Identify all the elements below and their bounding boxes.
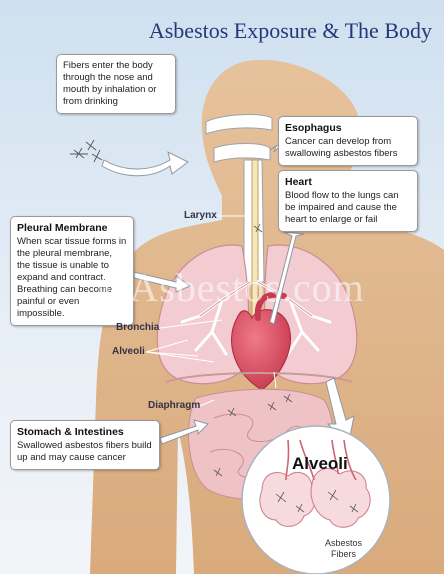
- asbestos-fibers-line1: Asbestos: [325, 538, 363, 548]
- nasal-cavity: [205, 114, 273, 135]
- oral-cavity: [213, 143, 271, 163]
- internal-fibers: [213, 223, 293, 477]
- asbestos-fibers-line2: Fibers: [331, 549, 357, 559]
- heart-text: Blood flow to the lungs can be impaired …: [285, 190, 399, 225]
- pleural-text: When scar tissue forms in the pleural me…: [17, 236, 127, 319]
- alveoli-fibers: [275, 489, 359, 513]
- alveoli-inset-title: Alveoli: [292, 454, 348, 473]
- heart-callout: Heart Blood flow to the lungs can be imp…: [278, 170, 418, 232]
- diaphragm-label: Diaphragm: [148, 400, 201, 411]
- pleural-callout: Pleural Membrane When scar tissue forms …: [10, 216, 134, 326]
- alveoli-vessels: [285, 439, 357, 481]
- airborne-fibers: [70, 139, 103, 163]
- alveoli-label: Alveoli: [112, 346, 145, 357]
- alveoli-sacs: [259, 468, 371, 528]
- bronchia-label: Bronchia: [116, 322, 160, 333]
- intro-callout-text: Fibers enter the body through the nose a…: [63, 60, 157, 107]
- entry-arrow: [101, 151, 189, 177]
- diaphragm: [165, 372, 353, 383]
- intro-callout: Fibers enter the body through the nose a…: [56, 54, 176, 114]
- pleural-pointer: [133, 271, 192, 293]
- heart-pointer: [269, 231, 305, 325]
- stomach-callout: Stomach & Intestines Swallowed asbestos …: [10, 420, 160, 470]
- esophagus-heading: Esophagus: [285, 122, 342, 134]
- watermark: ©Asbestos.com: [98, 265, 365, 310]
- label-leaders: [145, 215, 277, 407]
- esophagus-text: Cancer can develop from swallowing asbes…: [285, 136, 398, 159]
- stomach-pointer: [159, 419, 209, 445]
- pleural-heading: Pleural Membrane: [17, 222, 108, 234]
- heart-heading: Heart: [285, 176, 312, 188]
- diagram-title: Asbestos Exposure & The Body: [148, 18, 432, 43]
- asbestos-fibers-label: Asbestos Fibers: [325, 538, 362, 560]
- stomach-text: Swallowed asbestos fibers build up and m…: [17, 440, 152, 463]
- esophagus-callout: Esophagus Cancer can develop from swallo…: [278, 116, 418, 166]
- heart: [231, 309, 291, 391]
- stomach-heading: Stomach & Intestines: [17, 426, 124, 438]
- larynx-label: Larynx: [184, 210, 217, 221]
